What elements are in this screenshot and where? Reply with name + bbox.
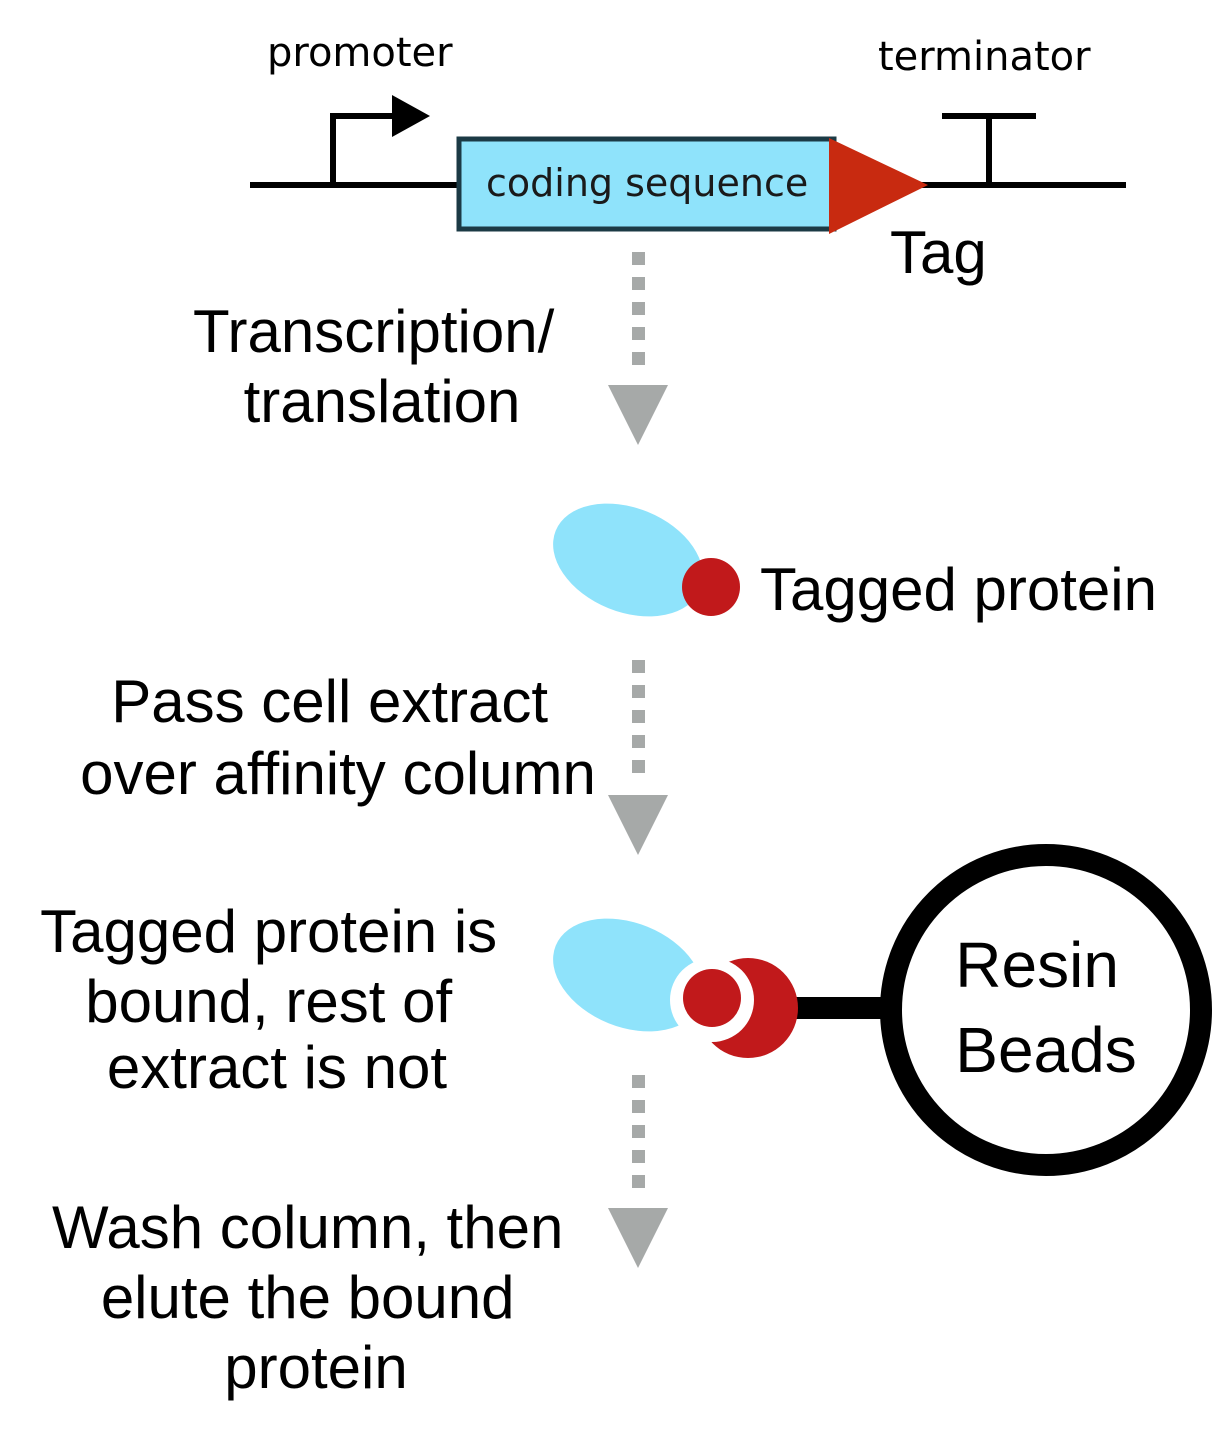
gene-construct: promoter terminator coding sequence Tag bbox=[250, 30, 1126, 286]
coding-sequence-label: coding sequence bbox=[486, 161, 808, 205]
terminator-icon bbox=[942, 113, 1036, 185]
down-arrow-3-icon bbox=[608, 1075, 668, 1268]
down-arrow-2-icon bbox=[608, 660, 668, 855]
bound-protein-icon bbox=[553, 918, 703, 1032]
resin-bead-icon bbox=[880, 844, 1212, 1176]
terminator-label: terminator bbox=[878, 34, 1091, 80]
tagged-protein-label: Tagged protein bbox=[760, 556, 1157, 623]
promoter-label: promoter bbox=[267, 30, 453, 76]
down-arrow-1-icon bbox=[608, 252, 668, 445]
step3-label: Tagged protein is bound, rest of extract… bbox=[40, 898, 514, 1101]
promoter-arrow-icon bbox=[330, 95, 430, 185]
bound-tag-icon bbox=[683, 969, 741, 1027]
step1-label: Transcription/ translation bbox=[193, 298, 571, 435]
step2-label: Pass cell extract over affinity column bbox=[80, 668, 596, 807]
tag-label: Tag bbox=[890, 219, 987, 286]
tag-triangle-icon bbox=[829, 138, 928, 234]
coding-sequence-box bbox=[456, 136, 837, 232]
tagged-protein-icon bbox=[553, 503, 740, 617]
resin-beads-label: Resin Beads bbox=[955, 929, 1136, 1086]
step4-label: Wash column, then elute the bound protei… bbox=[52, 1194, 580, 1401]
